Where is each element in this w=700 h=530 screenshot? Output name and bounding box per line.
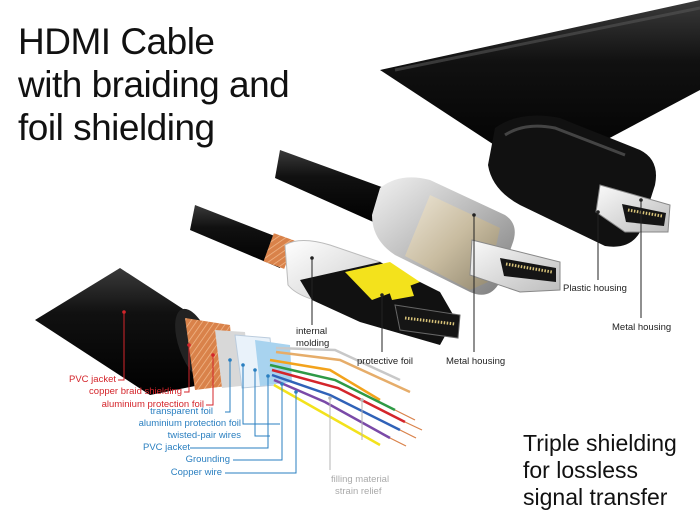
cable-internal-molding: [190, 205, 461, 345]
title-line-3: foil shielding: [18, 107, 215, 148]
tagline-line-1: Triple shielding: [523, 430, 677, 456]
leader-lines-outer: [118, 310, 215, 406]
tagline-line-3: signal transfer: [523, 484, 668, 510]
label-copper-braid: copper braid shielding: [89, 386, 182, 397]
label-pvc-jacket: PVC jacket: [69, 374, 116, 385]
label-grounding: Grounding: [185, 454, 230, 465]
label-plastic-housing: Plastic housing: [563, 283, 627, 294]
label-filling-material: filling material: [331, 474, 390, 485]
label-protective-foil: protective foil: [357, 356, 413, 367]
title-line-2: with braiding and: [18, 64, 290, 105]
label-aluminium-foil-outer: aluminium protection foil: [101, 399, 204, 410]
label-metal-housing-2: Metal housing: [612, 322, 672, 333]
label-pvc-jacket-inner: PVC jacket: [143, 442, 190, 453]
label-molding: molding: [296, 338, 330, 349]
leader-lines-inner: [190, 358, 298, 474]
page-title: HDMI Cable with braiding and foil shield…: [18, 20, 290, 149]
tagline-line-2: for lossless: [523, 457, 639, 483]
cable-plastic-housing: [380, 0, 700, 247]
label-internal: internal: [296, 326, 328, 337]
cable-metal-housing: [275, 150, 561, 295]
cable-cutaway: [35, 268, 423, 447]
leader-lines-other: [310, 198, 643, 470]
title-line-1: HDMI Cable: [18, 21, 215, 62]
label-copper-wire: Copper wire: [170, 467, 222, 478]
label-strain-relief: strain relief: [335, 486, 382, 497]
tagline: Triple shielding for lossless signal tra…: [523, 430, 677, 511]
label-twisted-pair: twisted-pair wires: [167, 430, 241, 441]
label-transparent-foil: transparent foil: [150, 406, 213, 417]
label-aluminium-foil-inner: aluminium protection foil: [138, 418, 241, 429]
label-metal-housing-1: Metal housing: [446, 356, 506, 367]
